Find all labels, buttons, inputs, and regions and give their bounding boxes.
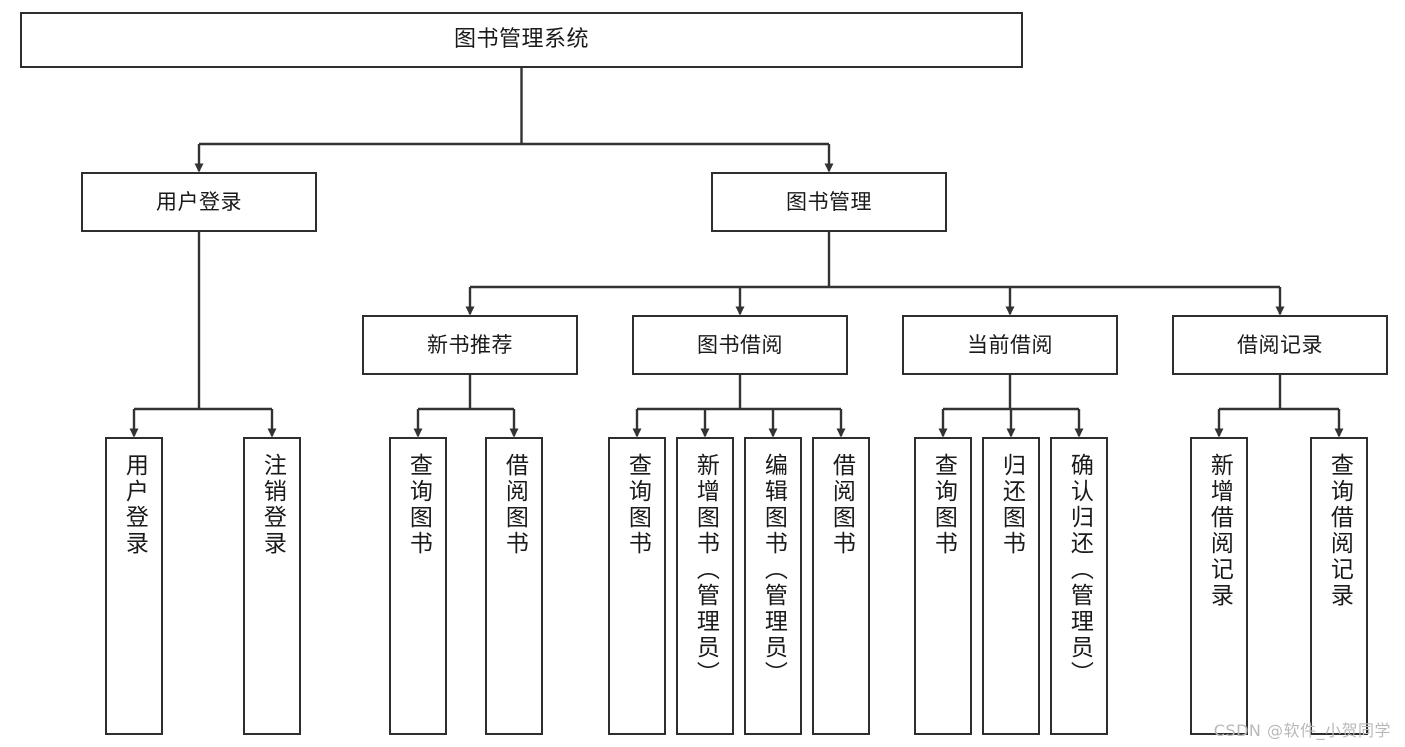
node-label: 编辑图书（管理员） xyxy=(760,453,787,687)
node-label: 借阅图书 xyxy=(501,453,528,557)
node-label: 查询图书 xyxy=(405,453,432,557)
node-label: 借阅记录 xyxy=(1237,332,1323,357)
node-leaf-query-borrow-record[interactable]: 查询借阅记录 xyxy=(1310,437,1368,735)
node-leaf-logout-login[interactable]: 注销登录 xyxy=(243,437,301,735)
node-label: 归还图书 xyxy=(998,453,1025,557)
node-label: 新增借阅记录 xyxy=(1206,453,1233,609)
node-leaf-confirm-return[interactable]: 确认归还（管理员） xyxy=(1050,437,1108,735)
node-borrow-record[interactable]: 借阅记录 xyxy=(1172,315,1388,375)
node-current-borrow[interactable]: 当前借阅 xyxy=(902,315,1118,375)
node-label: 查询图书 xyxy=(930,453,957,557)
node-label: 借阅图书 xyxy=(828,453,855,557)
node-leaf-add-book[interactable]: 新增图书（管理员） xyxy=(676,437,734,735)
node-label: 注销登录 xyxy=(259,453,286,557)
node-leaf-borrow-book-2[interactable]: 借阅图书 xyxy=(812,437,870,735)
node-leaf-add-borrow-record[interactable]: 新增借阅记录 xyxy=(1190,437,1248,735)
node-label: 用户登录 xyxy=(121,453,148,557)
node-book-manage[interactable]: 图书管理 xyxy=(711,172,947,232)
node-user-login[interactable]: 用户登录 xyxy=(81,172,317,232)
watermark: CSDN @软件_小贺同学 xyxy=(1213,721,1391,740)
node-label: 图书借阅 xyxy=(697,332,783,357)
node-new-book-recommend[interactable]: 新书推荐 xyxy=(362,315,578,375)
node-leaf-edit-book[interactable]: 编辑图书（管理员） xyxy=(744,437,802,735)
node-leaf-query-book-3[interactable]: 查询图书 xyxy=(914,437,972,735)
node-book-borrow[interactable]: 图书借阅 xyxy=(632,315,848,375)
node-leaf-user-login[interactable]: 用户登录 xyxy=(105,437,163,735)
node-leaf-borrow-book-1[interactable]: 借阅图书 xyxy=(485,437,543,735)
node-leaf-query-book-2[interactable]: 查询图书 xyxy=(608,437,666,735)
node-label: 查询图书 xyxy=(624,453,651,557)
node-leaf-return-book[interactable]: 归还图书 xyxy=(982,437,1040,735)
node-root[interactable]: 图书管理系统 xyxy=(20,12,1023,68)
node-label: 当前借阅 xyxy=(967,332,1053,357)
node-label: 确认归还（管理员） xyxy=(1066,453,1093,687)
node-leaf-query-book-1[interactable]: 查询图书 xyxy=(389,437,447,735)
node-label: 新增图书（管理员） xyxy=(692,453,719,687)
node-label: 图书管理 xyxy=(786,189,872,214)
node-label: 查询借阅记录 xyxy=(1326,453,1353,609)
node-label: 图书管理系统 xyxy=(453,27,589,53)
node-label: 用户登录 xyxy=(156,189,242,214)
node-label: 新书推荐 xyxy=(427,332,513,357)
